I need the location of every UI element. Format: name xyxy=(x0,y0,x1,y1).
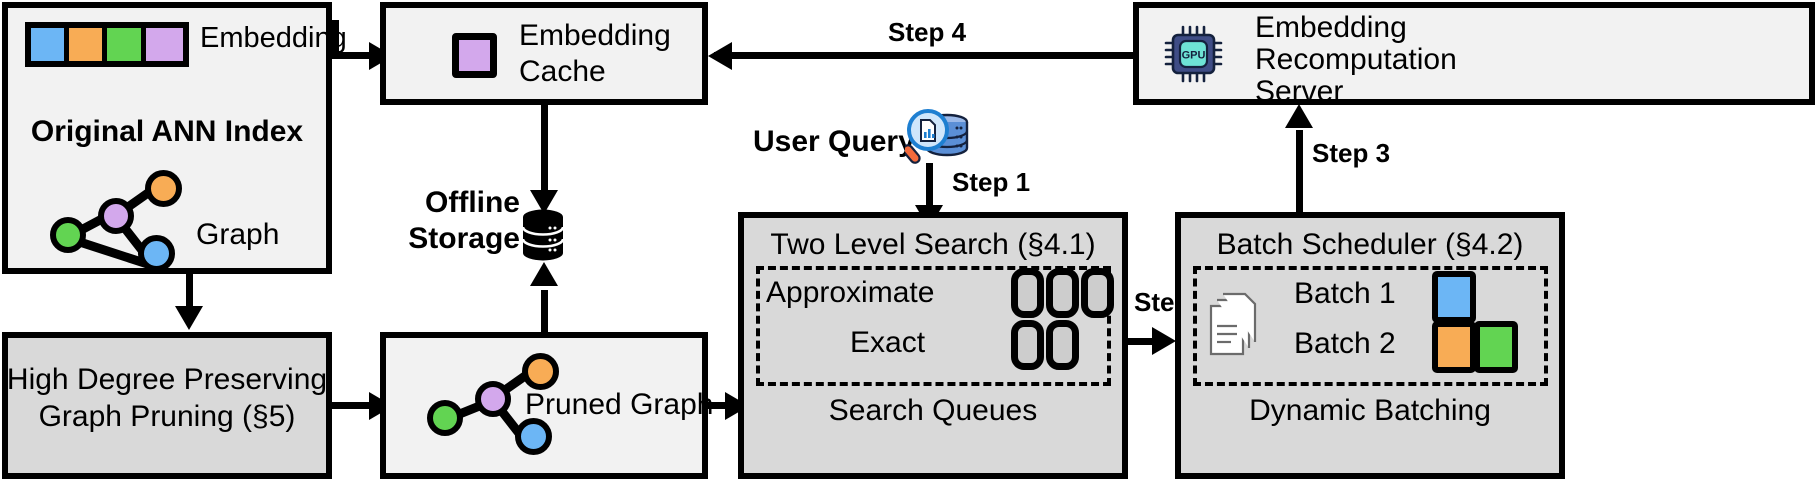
exact-queue-slot-1 xyxy=(1011,320,1044,370)
gpu-chip-icon: GPU xyxy=(1163,25,1225,83)
arrow-step1-shaft xyxy=(926,163,933,208)
high-degree-pruning-title-line1: High Degree Preserving xyxy=(6,363,328,396)
two-level-search-title: Two Level Search (§4.1) xyxy=(770,228,1096,261)
arrow-step2-head xyxy=(1152,327,1176,355)
documents-icon xyxy=(1207,292,1263,362)
dynamic-batching-caption: Dynamic Batching xyxy=(1249,394,1491,427)
batch-2-square-green xyxy=(1474,321,1518,373)
recomputation-server-label-line2: Recomputation xyxy=(1255,43,1457,76)
arrow-ann-to-cache-shaft xyxy=(332,52,372,59)
arrow-ann-to-cache-riser xyxy=(332,20,339,56)
arrow-ann-to-pruning-shaft xyxy=(186,274,193,309)
arrow-step4-head xyxy=(708,42,732,70)
pruned-graph-illustration xyxy=(412,348,559,458)
embedding-cache-chip xyxy=(452,33,497,78)
batch-1-label: Batch 1 xyxy=(1294,277,1396,310)
graph-label: Graph xyxy=(196,218,280,251)
embedding-cache-label-line1: Embedding xyxy=(519,19,671,52)
approximate-queue-label: Approximate xyxy=(766,276,935,309)
embedding-cell-orange xyxy=(69,28,108,61)
search-queues-dashed-region xyxy=(756,266,1111,386)
arrow-step2-shaft xyxy=(1128,338,1163,345)
step1-label: Step 1 xyxy=(952,167,1031,197)
approximate-queue-slot-3 xyxy=(1081,268,1114,318)
recomputation-server-label-line1: Embedding xyxy=(1255,11,1407,44)
pruned-graph-label: Pruned Graph xyxy=(525,388,714,421)
high-degree-pruning-box xyxy=(2,332,332,479)
approximate-queue-slot-1 xyxy=(1011,268,1044,318)
embedding-recomputation-server-box xyxy=(1133,2,1815,105)
exact-queue-slot-2 xyxy=(1046,320,1079,370)
exact-queue-label: Exact xyxy=(850,326,926,359)
embedding-cache-label-line2: Cache xyxy=(519,55,606,88)
original-graph-illustration xyxy=(35,165,185,272)
user-query-label: User Query xyxy=(753,125,915,158)
search-queues-caption: Search Queues xyxy=(828,394,1038,427)
embedding-cell-purple xyxy=(145,28,183,61)
high-degree-pruning-title-line2: Graph Pruning (§5) xyxy=(38,400,296,433)
step4-label: Step 4 xyxy=(888,17,967,47)
graph-node-purple xyxy=(98,198,134,234)
approximate-queue-slot-2 xyxy=(1046,268,1079,318)
embedding-label: Embedding xyxy=(200,22,347,54)
batch-2-label: Batch 2 xyxy=(1294,327,1396,360)
graph-node-green xyxy=(50,217,86,253)
offline-storage-label-line2: Storage xyxy=(408,222,520,255)
step3-label: Step 3 xyxy=(1312,138,1391,168)
pruned-node-purple xyxy=(475,381,511,417)
batch-2-square-orange xyxy=(1432,321,1476,373)
arrow-pruned-to-search-shaft xyxy=(708,402,738,409)
pruned-node-orange xyxy=(522,353,559,390)
embedding-cell-blue xyxy=(31,28,70,61)
arrow-step3-shaft xyxy=(1296,130,1303,212)
arrow-step4-shaft xyxy=(714,52,1133,59)
arrow-pruned-to-storage-shaft xyxy=(541,290,548,332)
embedding-strip xyxy=(25,22,189,67)
embedding-cell-green xyxy=(107,28,146,61)
svg-text:GPU: GPU xyxy=(1182,50,1206,62)
pruned-node-green xyxy=(427,400,463,436)
offline-storage-label-line1: Offline xyxy=(425,186,520,219)
query-search-database-icon xyxy=(905,104,971,166)
embedding-cache-box xyxy=(380,2,708,105)
arrow-pruning-to-pruned-shaft xyxy=(332,402,372,409)
database-cylinder-icon xyxy=(522,209,564,261)
arrow-ann-to-pruning-head xyxy=(175,306,203,330)
arrow-step3-head xyxy=(1285,104,1313,128)
pruned-node-blue xyxy=(515,418,552,455)
original-ann-index-title: Original ANN Index xyxy=(30,115,304,148)
graph-node-blue xyxy=(138,235,175,272)
batch-scheduler-title: Batch Scheduler (§4.2) xyxy=(1216,228,1524,261)
arrow-pruned-to-storage-head xyxy=(530,262,558,286)
dynamic-batching-dashed-region xyxy=(1193,266,1548,386)
graph-node-orange xyxy=(145,170,182,207)
arrow-cache-to-storage-shaft xyxy=(541,105,548,193)
recomputation-server-label-line3: Server xyxy=(1255,75,1344,108)
batch-1-square-blue xyxy=(1432,271,1476,323)
